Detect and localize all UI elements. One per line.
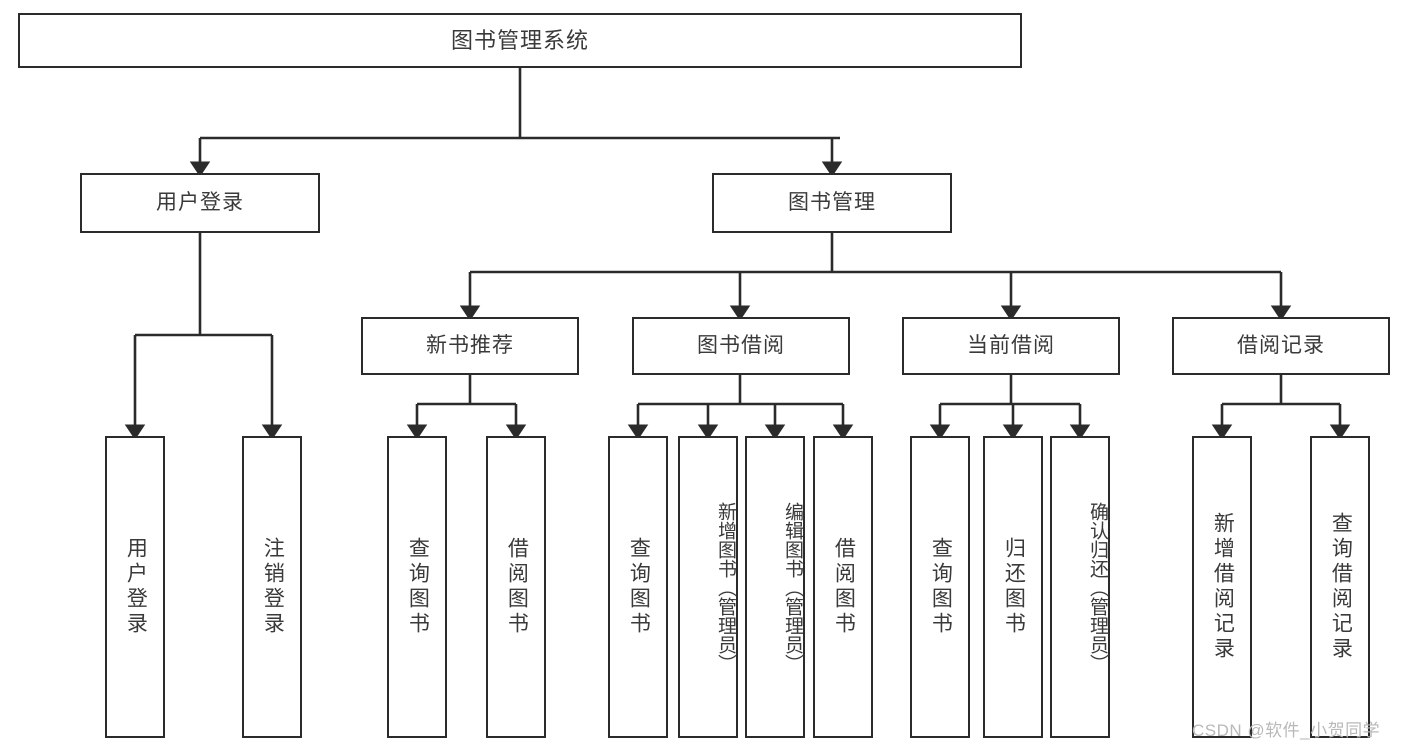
node-leaf-edit-book[interactable]: 编辑图书（管理员） [745,436,805,738]
node-label: 图书管理 [788,190,876,214]
node-label: 查询图书 [406,537,430,637]
node-leaf-query-book-2[interactable]: 查询图书 [608,436,668,738]
node-leaf-query-record[interactable]: 查询借阅记录 [1310,436,1370,738]
node-label: 注销登录 [261,537,285,637]
node-root[interactable]: 图书管理系统 [18,13,1022,68]
node-leaf-borrow-book-2[interactable]: 借阅图书 [813,436,873,738]
node-label: 查询图书 [627,537,651,637]
node-leaf-borrow-book-1[interactable]: 借阅图书 [486,436,546,738]
node-user-login[interactable]: 用户登录 [80,173,320,233]
node-label: 图书借阅 [697,333,785,357]
node-leaf-query-book-3[interactable]: 查询图书 [910,436,970,738]
node-label: 确认归还（管理员） [1087,501,1108,673]
node-leaf-logout[interactable]: 注销登录 [242,436,302,738]
node-label: 当前借阅 [967,333,1055,357]
node-label: 新书推荐 [426,333,514,357]
node-book-manage[interactable]: 图书管理 [712,173,952,233]
node-label: 用户登录 [156,190,244,214]
watermark-text: CSDN @软件_小贺同学 [1192,721,1381,740]
node-label: 借阅图书 [505,537,529,637]
node-borrow-record[interactable]: 借阅记录 [1172,317,1390,375]
node-leaf-user-login[interactable]: 用户登录 [105,436,165,738]
node-leaf-query-book-1[interactable]: 查询图书 [387,436,447,738]
node-label: 借阅记录 [1237,333,1325,357]
node-label: 编辑图书（管理员） [782,501,803,673]
node-book-borrow[interactable]: 图书借阅 [632,317,850,375]
node-new-book-recommend[interactable]: 新书推荐 [361,317,579,375]
node-current-borrow[interactable]: 当前借阅 [902,317,1120,375]
node-leaf-return-book[interactable]: 归还图书 [983,436,1043,738]
node-label: 查询图书 [929,537,953,637]
node-label: 用户登录 [124,537,148,637]
node-leaf-confirm-return[interactable]: 确认归还（管理员） [1050,436,1110,738]
node-label: 借阅图书 [832,537,856,637]
node-label: 归还图书 [1002,537,1026,637]
node-label: 查询借阅记录 [1329,512,1353,662]
node-label: 图书管理系统 [450,27,589,53]
node-leaf-add-book[interactable]: 新增图书（管理员） [678,436,738,738]
node-label: 新增图书（管理员） [715,501,736,673]
node-label: 新增借阅记录 [1211,512,1235,662]
node-leaf-add-record[interactable]: 新增借阅记录 [1192,436,1252,738]
